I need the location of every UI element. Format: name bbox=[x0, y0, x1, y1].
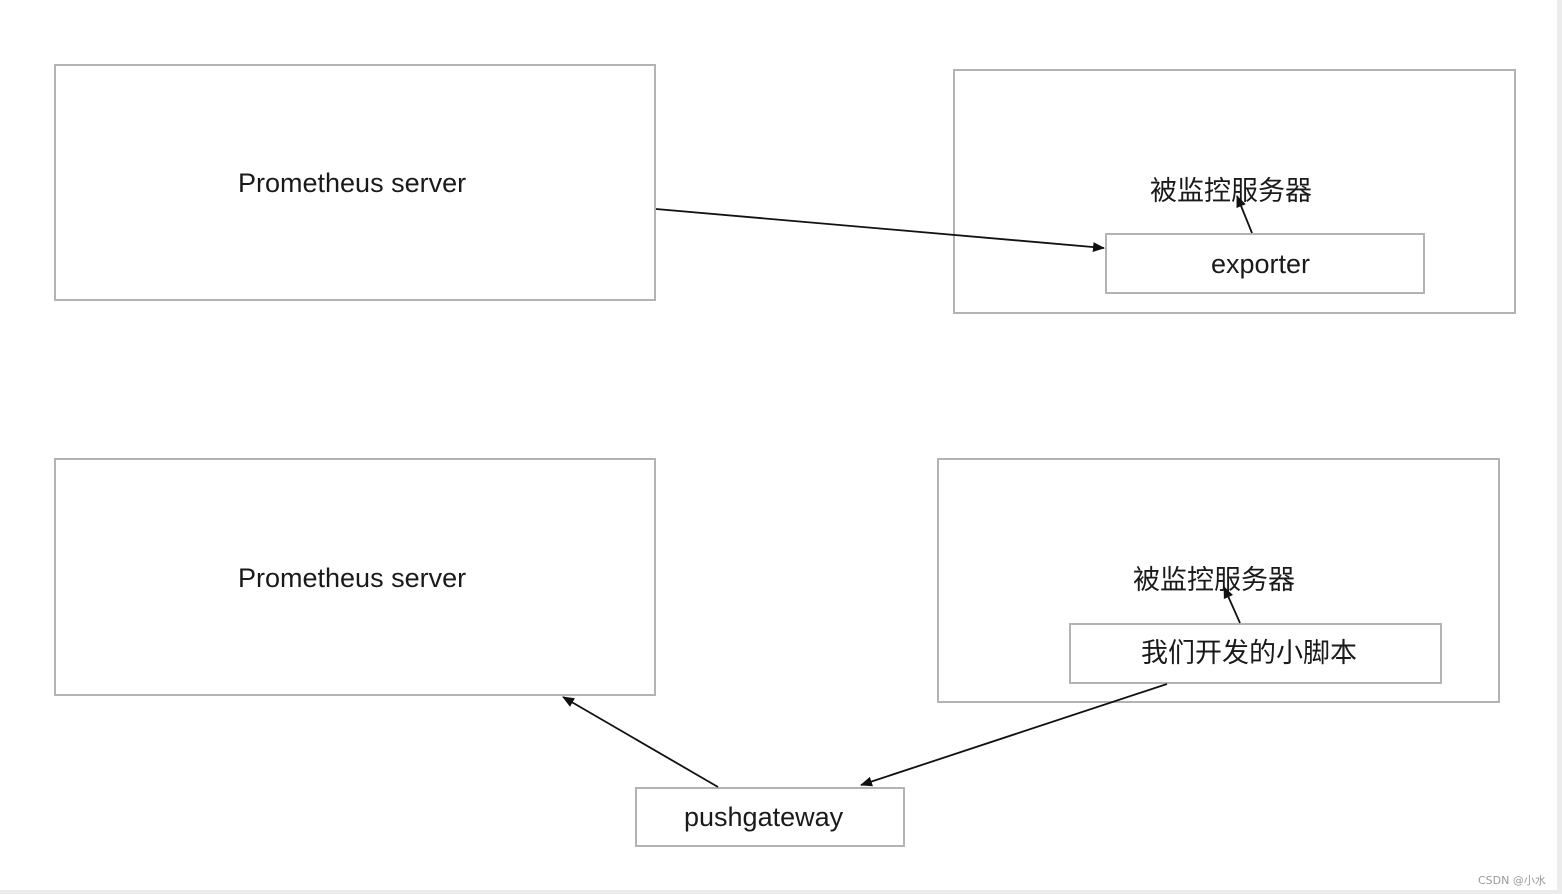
right-border-strip bbox=[1557, 0, 1562, 894]
pushgateway-box bbox=[635, 787, 905, 847]
top-prometheus-server-box bbox=[54, 64, 656, 301]
bottom-prometheus-server-label: Prometheus server bbox=[238, 563, 467, 593]
top-prometheus-server-label: Prometheus server bbox=[238, 168, 467, 198]
script-box bbox=[1069, 623, 1442, 684]
watermark-label: CSDN @小水 bbox=[1478, 874, 1546, 887]
arrow-exporter-to-monitored-server bbox=[1236, 195, 1253, 234]
exporter-label: exporter bbox=[1211, 249, 1311, 279]
bottom-prometheus-server-box bbox=[54, 458, 656, 696]
pushgateway-label: pushgateway bbox=[684, 802, 844, 832]
top-monitored-server-label: 被监控服务器 bbox=[1150, 176, 1312, 207]
bottom-border-strip bbox=[0, 890, 1562, 894]
script-label: 我们开发的小脚本 bbox=[1141, 638, 1357, 669]
arrow-pushgateway-to-prometheus bbox=[562, 696, 719, 788]
arrow-script-to-monitored-server bbox=[1223, 586, 1241, 624]
arrow-script-to-pushgateway bbox=[860, 683, 1168, 787]
bottom-monitored-server-label: 被监控服务器 bbox=[1133, 565, 1295, 596]
exporter-box bbox=[1105, 233, 1425, 294]
arrow-prometheus-to-exporter bbox=[655, 208, 1105, 253]
